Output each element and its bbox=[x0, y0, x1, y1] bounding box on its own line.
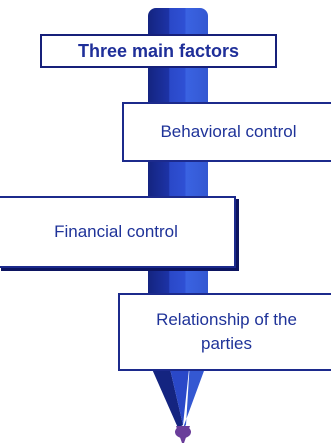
factor-label: Financial control bbox=[54, 222, 178, 241]
diagram-title-text: Three main factors bbox=[77, 41, 240, 61]
factor-label: Relationship of the parties bbox=[156, 310, 297, 353]
factor-relationship-of-parties: Relationship of the parties bbox=[118, 293, 331, 371]
factor-behavioral-control: Behavioral control bbox=[122, 102, 331, 162]
factor-label: Behavioral control bbox=[160, 122, 297, 141]
pencil-cone-left bbox=[148, 360, 183, 428]
diagram-title: Three main factors bbox=[40, 34, 277, 68]
factor-financial-control: Financial control bbox=[0, 196, 236, 268]
pencil-cone-right bbox=[183, 360, 208, 428]
pencil-cone-mid bbox=[168, 360, 190, 425]
